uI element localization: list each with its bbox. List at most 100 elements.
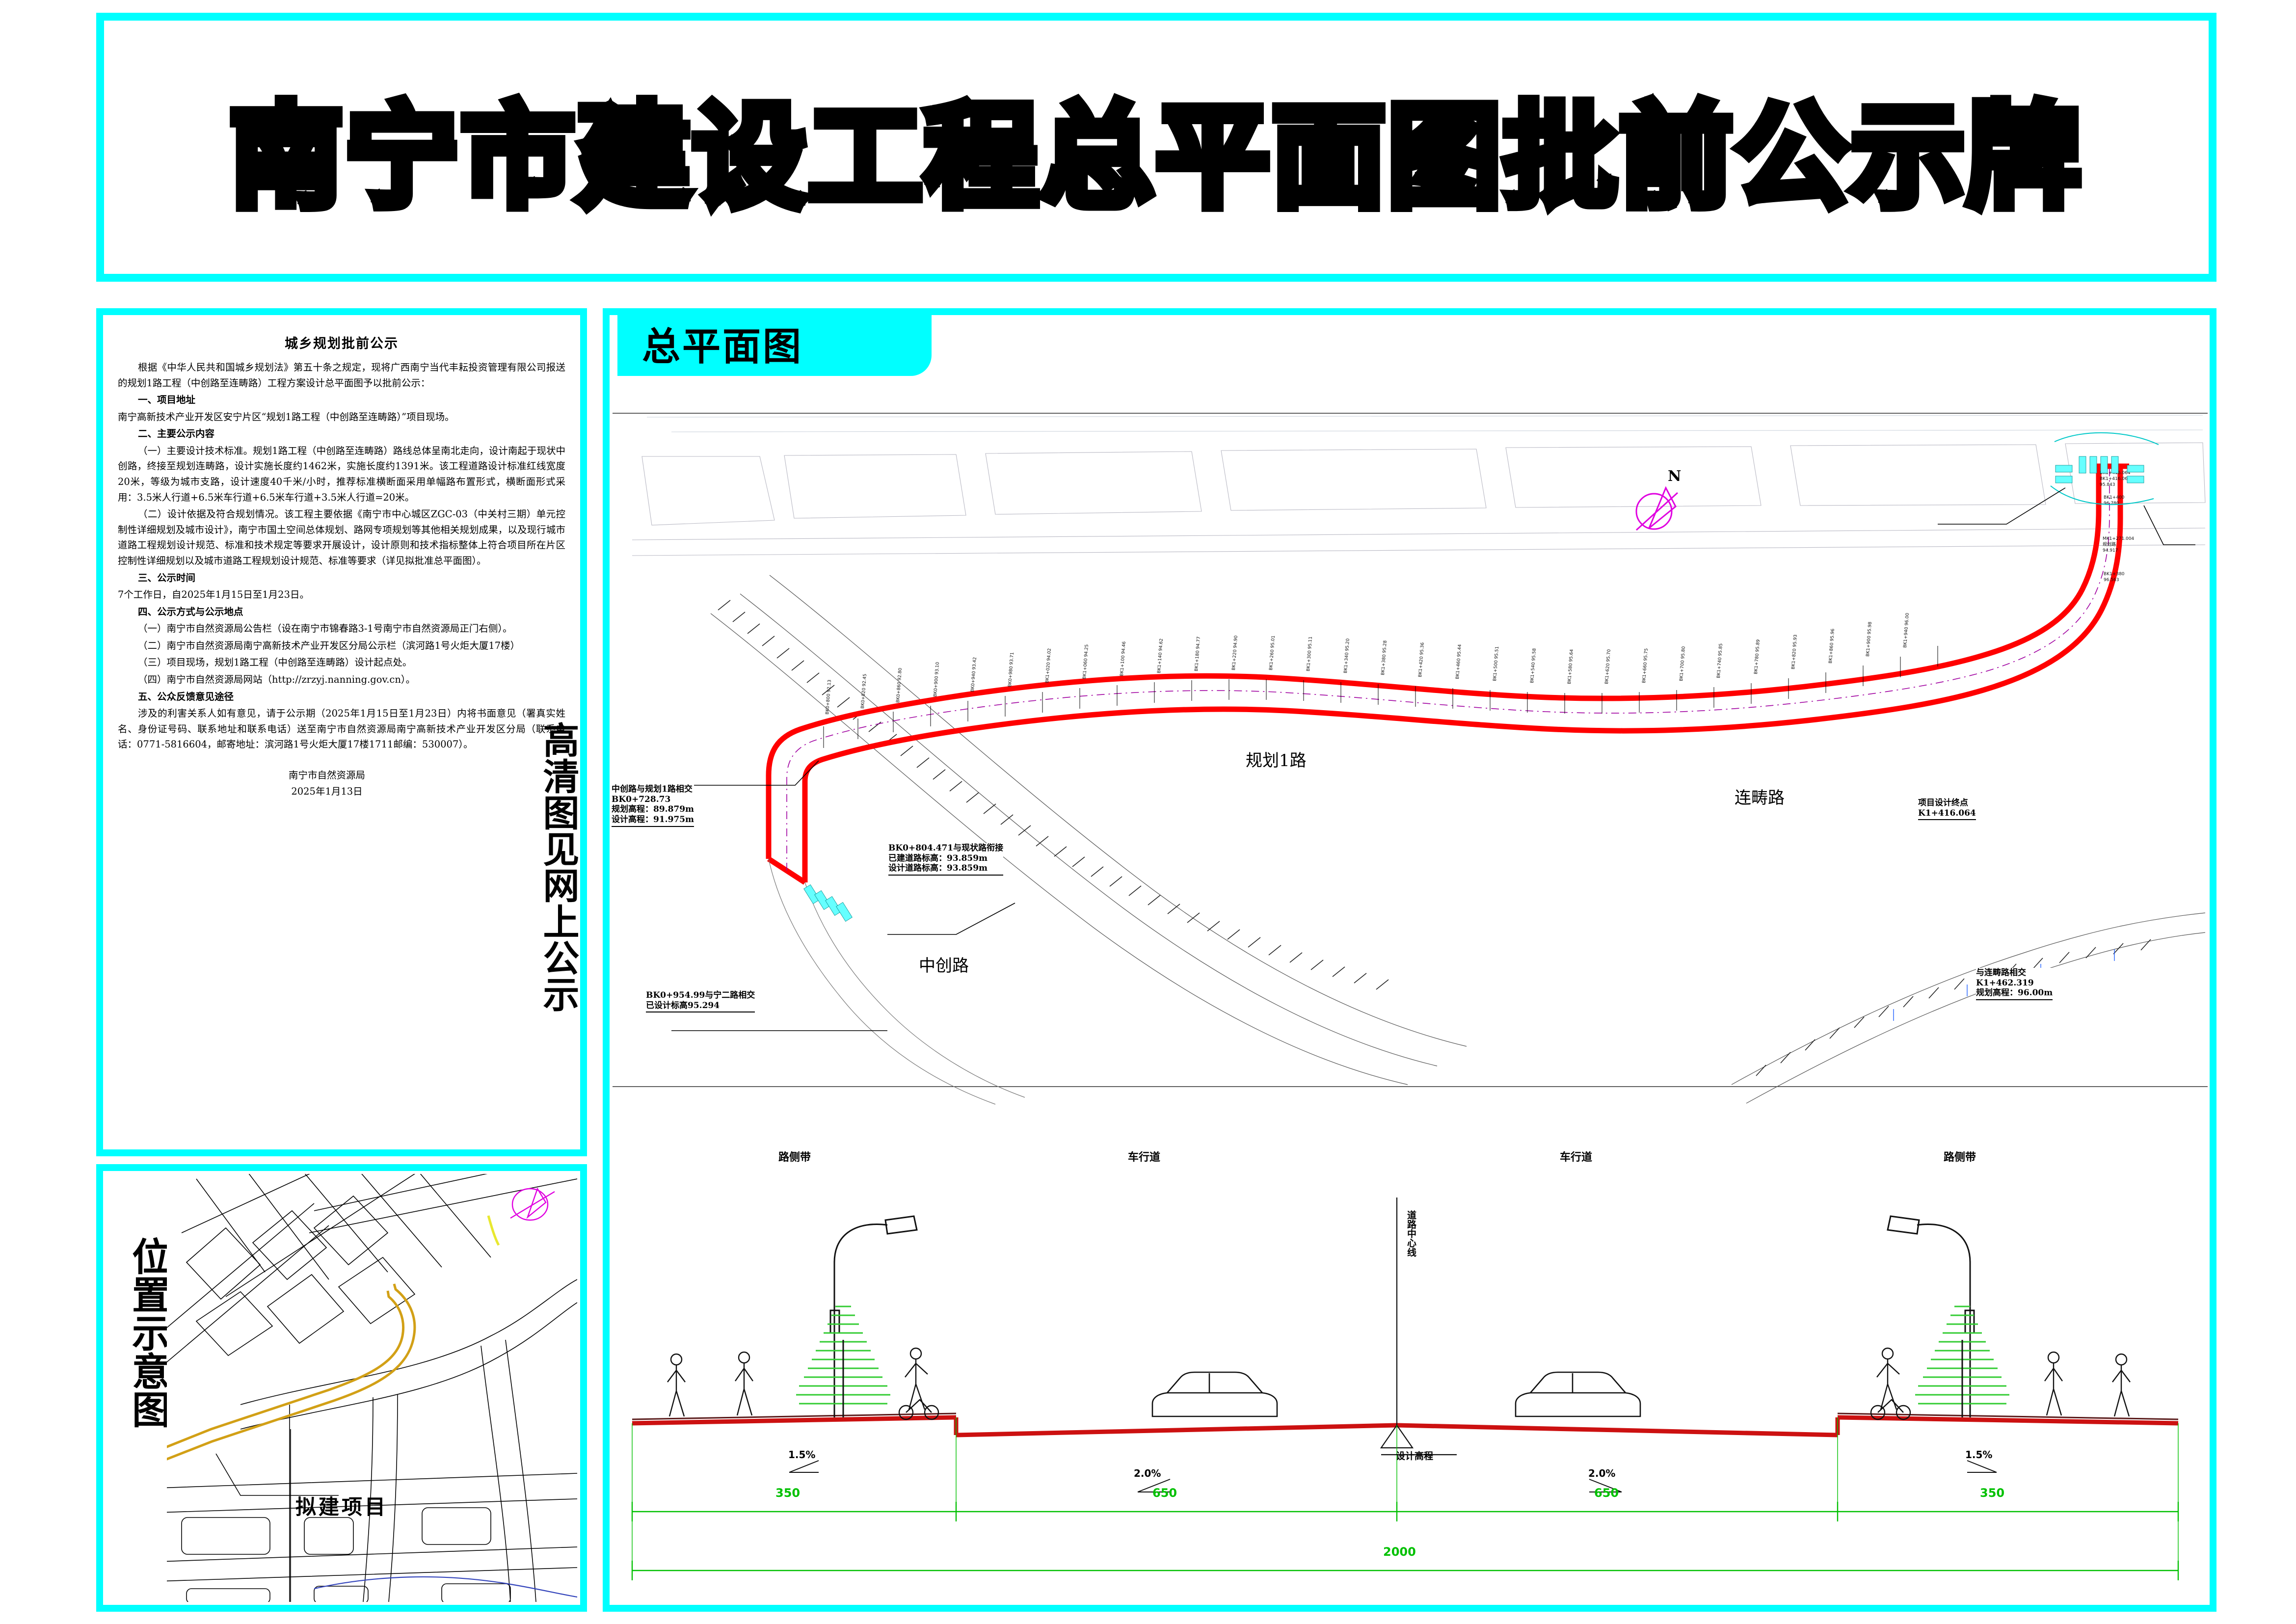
start-point-callout: 中创路与规划1路相交 BK0+728.73 规划高程：89.879m 设计高程：… <box>612 784 694 827</box>
svg-text:BK1+220 94.90: BK1+220 94.90 <box>1231 635 1239 670</box>
svg-text:96.780: 96.780 <box>2104 501 2119 506</box>
site-plan-svg: BK0+800 92.13 BK0+820 92.45 BK0+860 92.8… <box>613 383 2208 1119</box>
site-plan-drawing: BK0+800 92.13 BK0+820 92.45 BK0+860 92.8… <box>613 383 2208 1119</box>
existing-road-tie-in-callout: BK0+804.471与现状路衔接 已建道路标高：93.859m 设计道路标高：… <box>888 843 1004 876</box>
hd-online-notice-label: 高清图见网上公示 <box>537 721 579 1012</box>
svg-text:BK1+400: BK1+400 <box>2104 495 2125 500</box>
svg-text:BK1+460 95.44: BK1+460 95.44 <box>1455 644 1463 679</box>
cyclist-icon <box>898 1347 939 1420</box>
dimension-left-carriageway: 650 <box>1152 1486 1177 1500</box>
section-zone-label-right-carriageway: 车行道 <box>1560 1151 1593 1164</box>
car-icon <box>1151 1371 1278 1417</box>
notice-paragraph: 涉及的利害关系人如有意见，请于公示期（2025年1月15日至1月23日）内将书面… <box>118 708 565 750</box>
svg-text:规划路: 规划路 <box>2103 541 2116 547</box>
svg-text:BK0+800 92.13: BK0+800 92.13 <box>825 680 832 715</box>
main-panel-frame <box>603 308 2216 1612</box>
title-band-frame <box>96 13 2216 282</box>
svg-text:BK1+380: BK1+380 <box>2104 572 2125 577</box>
road-label-lianchou: 连畴路 <box>1735 788 1785 808</box>
slope-label-left-carriageway: 2.0% <box>1134 1467 1161 1479</box>
svg-text:BK0+820 92.45: BK0+820 92.45 <box>860 674 868 709</box>
design-end-point-callout: 项目设计终点 K1+416.064 <box>1918 798 1976 821</box>
svg-text:BK1+860 95.96: BK1+860 95.96 <box>1828 628 1836 664</box>
svg-text:BK1+740 95.85: BK1+740 95.85 <box>1716 643 1724 679</box>
svg-text:BK0+980 93.71: BK0+980 93.71 <box>1008 652 1015 688</box>
svg-text:BK1+380 95.28: BK1+380 95.28 <box>1381 640 1388 675</box>
svg-text:MK1+271.004: MK1+271.004 <box>2103 536 2134 541</box>
cross-section-svg <box>613 1129 2208 1600</box>
notice-paragraph: 一、项目地址 <box>137 394 195 406</box>
pedestrian-icon <box>2112 1353 2131 1417</box>
slope-label-right-carriageway: 2.0% <box>1588 1467 1616 1479</box>
svg-text:BK1+660 95.75: BK1+660 95.75 <box>1642 648 1649 684</box>
location-sketch-map: 拟建项目 <box>167 1174 577 1602</box>
svg-text:BK0+860 92.80: BK0+860 92.80 <box>896 667 903 703</box>
north-arrow-icon <box>510 1187 555 1221</box>
svg-text:BK1+820 95.93: BK1+820 95.93 <box>1791 635 1798 670</box>
street-light-icon <box>829 1215 918 1417</box>
svg-text:BK1+020 94.02: BK1+020 94.02 <box>1045 648 1052 684</box>
pedestrian-icon <box>667 1353 686 1417</box>
svg-text:BK1+540 95.58: BK1+540 95.58 <box>1530 648 1537 683</box>
tree-icon <box>1915 1305 2009 1417</box>
notice-paragraph: （二）设计依据及符合规划情况。该工程主要依据《南宁市中心城区ZGC-03（中关村… <box>118 508 565 566</box>
svg-text:BK1+940 96.00: BK1+940 96.00 <box>1903 612 1910 648</box>
notice-panel: 城乡规划批前公示 根据《中华人民共和国城乡规划法》第五十条之规定，现将广西南宁当… <box>107 319 576 1145</box>
road-label-zhongchuang: 中创路 <box>919 956 969 976</box>
dimension-left-verge: 350 <box>775 1486 801 1500</box>
svg-text:95.843: 95.843 <box>2100 482 2115 487</box>
notice-paragraph: 四、公示方式与公示地点 <box>137 606 243 617</box>
dimension-chain <box>631 1417 2179 1580</box>
notice-paragraph: 根据《中华人民共和国城乡规划法》第五十条之规定，现将广西南宁当代丰耘投资管理有限… <box>118 362 565 389</box>
tree-icon <box>796 1305 890 1417</box>
signature-date: 2025年1月13日 <box>291 786 363 798</box>
lianchou-road-intersection-callout: 与连畴路相交 K1+462.319 规划高程：96.00m <box>1976 968 2053 1001</box>
notice-paragraph: （一）南宁市自然资源局公告栏（设在南宁市锦春路3-1号南宁市自然资源局正门右侧）… <box>137 623 512 635</box>
svg-text:BK1+100 94.46: BK1+100 94.46 <box>1120 641 1127 676</box>
dimension-total: 2000 <box>1383 1545 1416 1559</box>
road-centerline-label: 道路中心线 <box>1406 1210 1416 1257</box>
svg-text:N: N <box>1668 468 1681 485</box>
pedestrian-icon <box>2044 1351 2063 1416</box>
section-zone-label-right-verge: 路侧带 <box>1944 1151 1976 1164</box>
section-zone-label-left-verge: 路侧带 <box>778 1151 811 1164</box>
svg-text:BK1+620 95.70: BK1+620 95.70 <box>1604 649 1612 684</box>
svg-text:BK1+340 95.20: BK1+340 95.20 <box>1343 638 1351 673</box>
svg-text:BK1+300 95.11: BK1+300 95.11 <box>1306 637 1313 672</box>
notice-title: 城乡规划批前公示 <box>285 336 399 351</box>
svg-text:BK1+780 95.89: BK1+780 95.89 <box>1754 639 1761 674</box>
notice-paragraph: （三）项目现场，规划1路工程（中创路至连畴路）设计起点处。 <box>137 657 412 668</box>
notice-paragraph: 南宁高新技术产业开发区安宁片区“规划1路工程（中创路至连畴路）”项目现场。 <box>118 411 454 423</box>
cyclist-icon <box>1870 1347 1911 1420</box>
svg-text:BK1+700 95.80: BK1+700 95.80 <box>1679 646 1686 681</box>
design-elevation-label: 设计高程 <box>1396 1451 1434 1462</box>
plan-header-title: 总平面图 <box>617 311 932 376</box>
dimension-right-carriageway: 650 <box>1594 1486 1619 1500</box>
location-map-svg <box>167 1174 577 1602</box>
svg-text:BK1+260 95.01: BK1+260 95.01 <box>1269 636 1276 671</box>
road-label-guihua1: 规划1路 <box>1246 751 1307 771</box>
section-zone-label-left-carriageway: 车行道 <box>1128 1151 1161 1164</box>
notice-paragraph: 五、公众反馈意见途径 <box>137 691 234 702</box>
svg-text:BK1+060 94.25: BK1+060 94.25 <box>1082 644 1090 680</box>
pedestrian-icon <box>735 1351 753 1416</box>
car-icon <box>1515 1371 1641 1417</box>
notice-paragraph: （二）南宁市自然资源局南宁高新技术产业开发区分局公示栏（滨河路1号火炬大厦17楼… <box>137 639 520 651</box>
svg-text:BK1+140 94.62: BK1+140 94.62 <box>1157 639 1164 674</box>
svg-text:BK1+416.064: BK1+416.064 <box>2100 477 2131 481</box>
cross-section-drawing: 路侧带 车行道 车行道 路侧带 道路中心线 设计高程 1.5% 2.0% 2.0… <box>613 1129 2208 1600</box>
signature-organization: 南宁市自然资源局 <box>288 769 365 781</box>
notice-paragraph: 7个工作日，自2025年1月15日至1月23日。 <box>118 589 309 601</box>
notice-paragraph: 三、公示时间 <box>137 572 195 584</box>
notice-signature: 南宁市自然资源局 2025年1月13日 <box>118 767 565 799</box>
location-panel-frame <box>96 1164 587 1612</box>
svg-text:96.563: 96.563 <box>2104 578 2119 583</box>
location-panel-title: 位置示意图 <box>126 1237 170 1428</box>
proposed-project-label: 拟建项目 <box>295 1495 388 1519</box>
ninger-road-intersection-callout: BK0+954.99与宁二路相交 已设计标高95.294 <box>646 990 755 1013</box>
north-arrow-icon: N <box>1635 468 1681 531</box>
notice-paragraph: （一）主要设计技术标准。规划1路工程（中创路至连畴路）路线总体呈南北走向，设计南… <box>118 445 565 503</box>
slope-label-left-verge: 1.5% <box>788 1449 816 1461</box>
notice-paragraph: 二、主要公示内容 <box>137 428 214 440</box>
